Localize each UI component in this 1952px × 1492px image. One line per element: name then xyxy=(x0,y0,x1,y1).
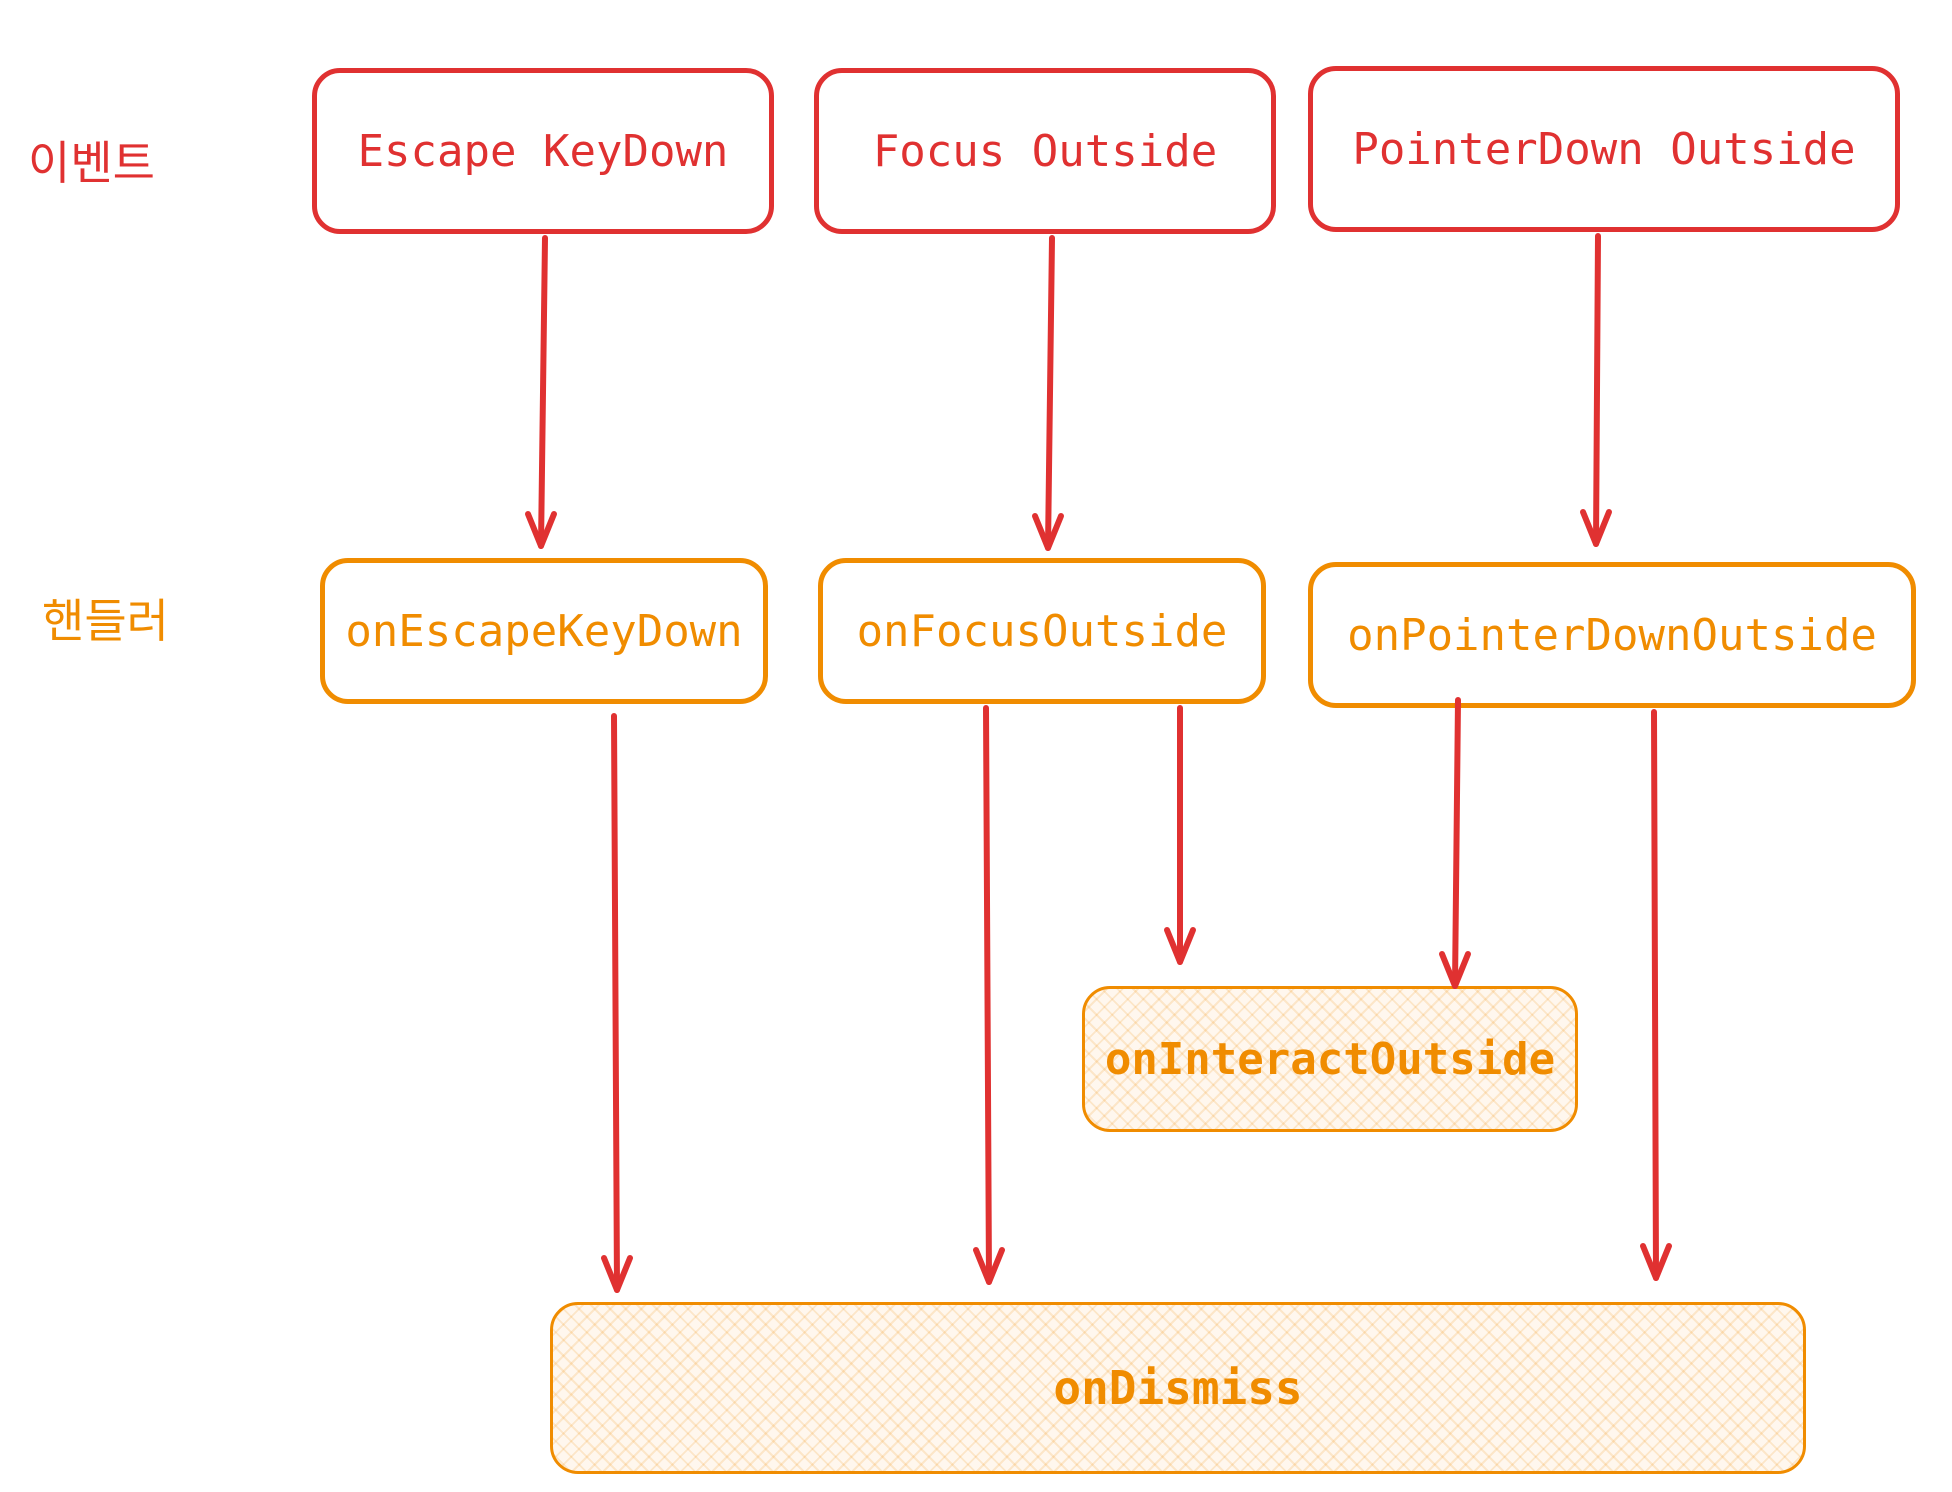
event-label: Focus Outside xyxy=(872,125,1218,177)
event-box-pointerdown-outside: PointerDown Outside xyxy=(1308,66,1900,232)
interact-outside-label: onInteractOutside xyxy=(1104,1033,1556,1085)
arrow-escape-to-handler xyxy=(525,235,557,549)
event-box-escape-keydown: Escape KeyDown xyxy=(312,68,774,234)
handler-label: onFocusOutside xyxy=(856,605,1228,657)
arrow-focus-to-handler xyxy=(1032,235,1064,551)
handler-box-on-pointerdown-outside: onPointerDownOutside xyxy=(1308,562,1916,708)
arrow-pointer-handler-to-interact xyxy=(1439,697,1471,989)
arrow-focus-handler-to-dismiss xyxy=(973,705,1005,1285)
interact-outside-box: onInteractOutside xyxy=(1082,986,1578,1132)
arrow-pointer-handler-to-dismiss xyxy=(1640,709,1672,1281)
event-box-focus-outside: Focus Outside xyxy=(814,68,1276,234)
handler-label: onPointerDownOutside xyxy=(1347,609,1877,661)
handler-box-on-escape-keydown: onEscapeKeyDown xyxy=(320,558,768,704)
arrow-focus-handler-to-interact xyxy=(1164,705,1196,965)
handler-box-on-focus-outside: onFocusOutside xyxy=(818,558,1266,704)
row-label-handlers: 핸들러 xyxy=(42,594,169,648)
dismiss-box: onDismiss xyxy=(550,1302,1806,1474)
event-label: PointerDown Outside xyxy=(1352,123,1856,175)
arrow-escape-handler-to-dismiss xyxy=(601,713,633,1293)
dismiss-label: onDismiss xyxy=(1053,1361,1303,1415)
arrow-pointer-to-handler xyxy=(1580,233,1612,547)
row-label-events: 이벤트 xyxy=(28,136,155,190)
event-label: Escape KeyDown xyxy=(357,125,729,177)
handler-label: onEscapeKeyDown xyxy=(345,605,743,657)
